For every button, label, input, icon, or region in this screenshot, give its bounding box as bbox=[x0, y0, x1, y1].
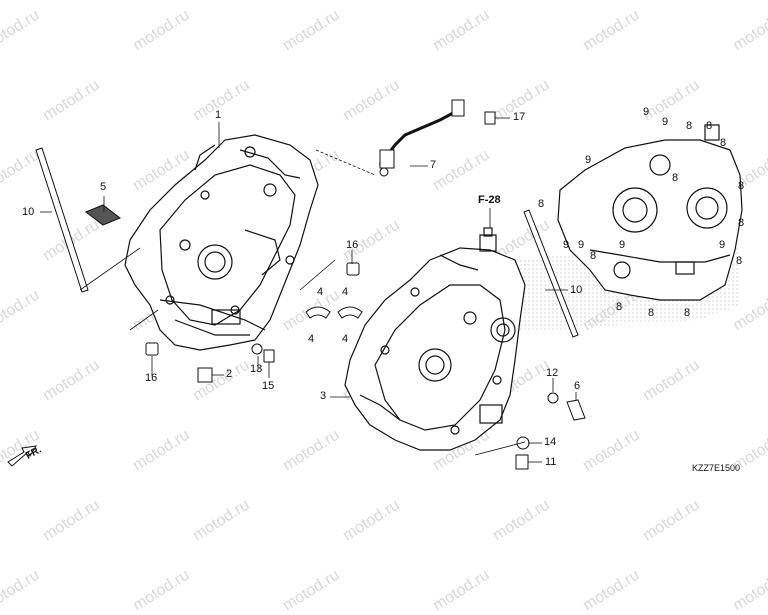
callout-16b: 16 bbox=[145, 372, 158, 384]
hose-clip bbox=[379, 167, 389, 177]
callout-11: 11 bbox=[545, 456, 557, 468]
callout-9-extra: 9 bbox=[619, 239, 626, 251]
dowel-pin bbox=[145, 342, 159, 356]
callout-9-extra: 9 bbox=[563, 239, 570, 251]
bolt-17 bbox=[484, 111, 496, 125]
callout-9-extra: 9 bbox=[585, 154, 592, 166]
o-ring bbox=[251, 343, 263, 355]
callout-2: 2 bbox=[226, 368, 233, 380]
callout-8-extra: 8 bbox=[684, 307, 691, 319]
sensor-6 bbox=[566, 399, 586, 421]
bearing-shell bbox=[305, 306, 331, 319]
callout-6: 6 bbox=[574, 380, 581, 392]
leader-lines bbox=[40, 117, 577, 463]
callout-9-extra: 9 bbox=[578, 239, 585, 251]
diagram-code: KZZ7E1500 bbox=[692, 463, 741, 473]
callout-8-extra: 8 bbox=[672, 172, 679, 184]
callout-5: 5 bbox=[100, 181, 107, 193]
callout-8-extra: 8 bbox=[738, 217, 745, 229]
callout-8-extra: 8 bbox=[590, 250, 597, 262]
callout-8-extra: 8 bbox=[706, 120, 713, 132]
hose-end bbox=[379, 149, 395, 169]
reference-label: F-28 bbox=[478, 194, 501, 206]
stud-left bbox=[35, 147, 89, 293]
callout-3: 3 bbox=[320, 390, 327, 402]
callout-4a: 4 bbox=[317, 286, 324, 298]
callout-1: 1 bbox=[215, 109, 222, 121]
collar bbox=[263, 349, 275, 363]
callout-16a: 16 bbox=[346, 239, 359, 251]
callout-8-extra: 8 bbox=[648, 307, 655, 319]
right-crankcase bbox=[344, 227, 526, 451]
callout-9-extra: 9 bbox=[662, 116, 669, 128]
callout-10a: 10 bbox=[22, 206, 35, 218]
callout-9: 9 bbox=[643, 106, 650, 118]
hose-fitting bbox=[451, 99, 465, 117]
callout-10b: 10 bbox=[570, 284, 583, 296]
front-arrow bbox=[7, 445, 37, 467]
filter-screen bbox=[85, 204, 121, 226]
exploded-view-drawing bbox=[7, 99, 743, 470]
washer-14 bbox=[516, 436, 530, 450]
washer-12 bbox=[547, 392, 559, 404]
callout-8-extra: 8 bbox=[738, 180, 745, 192]
callout-8-extra: 8 bbox=[616, 301, 623, 313]
callout-14: 14 bbox=[544, 436, 557, 448]
bolt-11 bbox=[515, 454, 529, 470]
callout-4c: 4 bbox=[308, 333, 315, 345]
callout-8: 8 bbox=[686, 120, 693, 132]
callout-13: 13 bbox=[250, 363, 263, 375]
callout-4b: 4 bbox=[342, 286, 349, 298]
callout-8-extra: 8 bbox=[736, 255, 743, 267]
callout-7: 7 bbox=[430, 159, 437, 171]
callout-15: 15 bbox=[262, 380, 275, 392]
dowel-pin bbox=[346, 262, 360, 276]
callout-9-extra: 9 bbox=[719, 239, 726, 251]
callout-8-extra: 8 bbox=[720, 137, 727, 149]
callout-12: 12 bbox=[546, 367, 559, 379]
stud-right bbox=[523, 209, 579, 338]
callout-17: 17 bbox=[513, 111, 526, 123]
bolts bbox=[35, 99, 586, 470]
side-cover bbox=[557, 124, 743, 301]
left-crankcase bbox=[124, 134, 319, 351]
callout-8-extra: 8 bbox=[538, 198, 545, 210]
drain-bolt bbox=[197, 367, 213, 383]
bearing-shell bbox=[337, 306, 363, 319]
callout-4d: 4 bbox=[342, 333, 349, 345]
